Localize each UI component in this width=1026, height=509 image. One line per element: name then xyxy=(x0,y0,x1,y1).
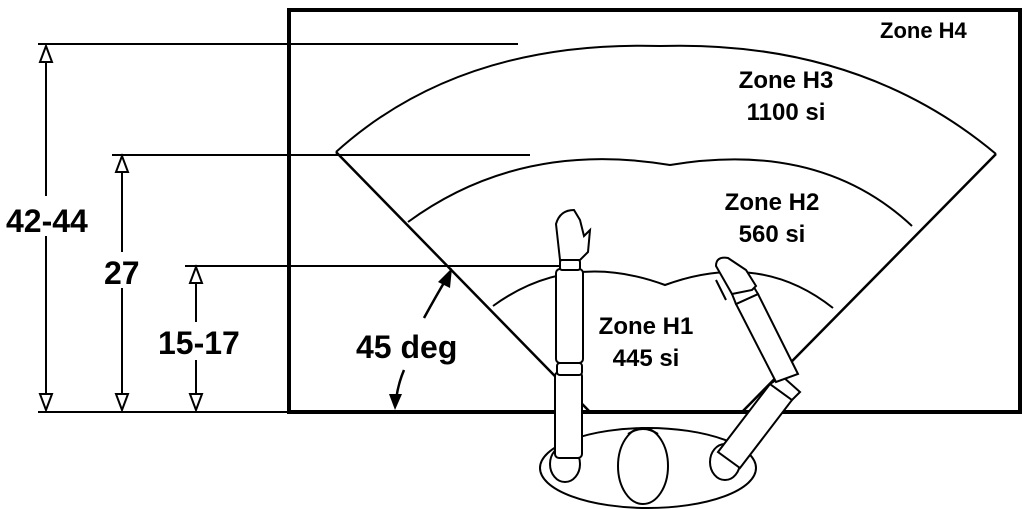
dimension-inner-label: 15-17 xyxy=(158,325,240,361)
left-forearm xyxy=(555,268,584,364)
head xyxy=(617,427,669,505)
zone-h3-area: 1100 si xyxy=(747,99,826,126)
left-hand xyxy=(554,208,592,261)
zone-h1-arc xyxy=(492,270,834,309)
zone-h1-area: 445 si xyxy=(613,345,680,372)
dimension-middle-label: 27 xyxy=(104,255,140,291)
left-upper-arm xyxy=(554,371,583,459)
angle-arrowhead-upper xyxy=(438,268,452,288)
zone-h2-area: 560 si xyxy=(739,221,806,248)
zone-h1-label: Zone H1 xyxy=(599,313,694,340)
dimension-outer-label: 42-44 xyxy=(6,203,88,239)
human-figure xyxy=(539,208,802,509)
zone-h3-arc xyxy=(335,44,997,155)
angle-arrowhead-lower xyxy=(389,394,402,410)
right-hand xyxy=(714,256,758,296)
zone-h4-label: Zone H4 xyxy=(880,18,968,43)
angle-label: 45 deg xyxy=(356,329,457,365)
zone-h2-arc xyxy=(407,158,913,227)
zone-h3-label: Zone H3 xyxy=(739,67,834,94)
right-upper-arm xyxy=(716,382,794,470)
zone-h2-label: Zone H2 xyxy=(725,189,820,216)
wedge-left-side xyxy=(335,151,591,413)
zone-h4-boundary xyxy=(287,8,1022,414)
right-forearm xyxy=(734,292,800,384)
